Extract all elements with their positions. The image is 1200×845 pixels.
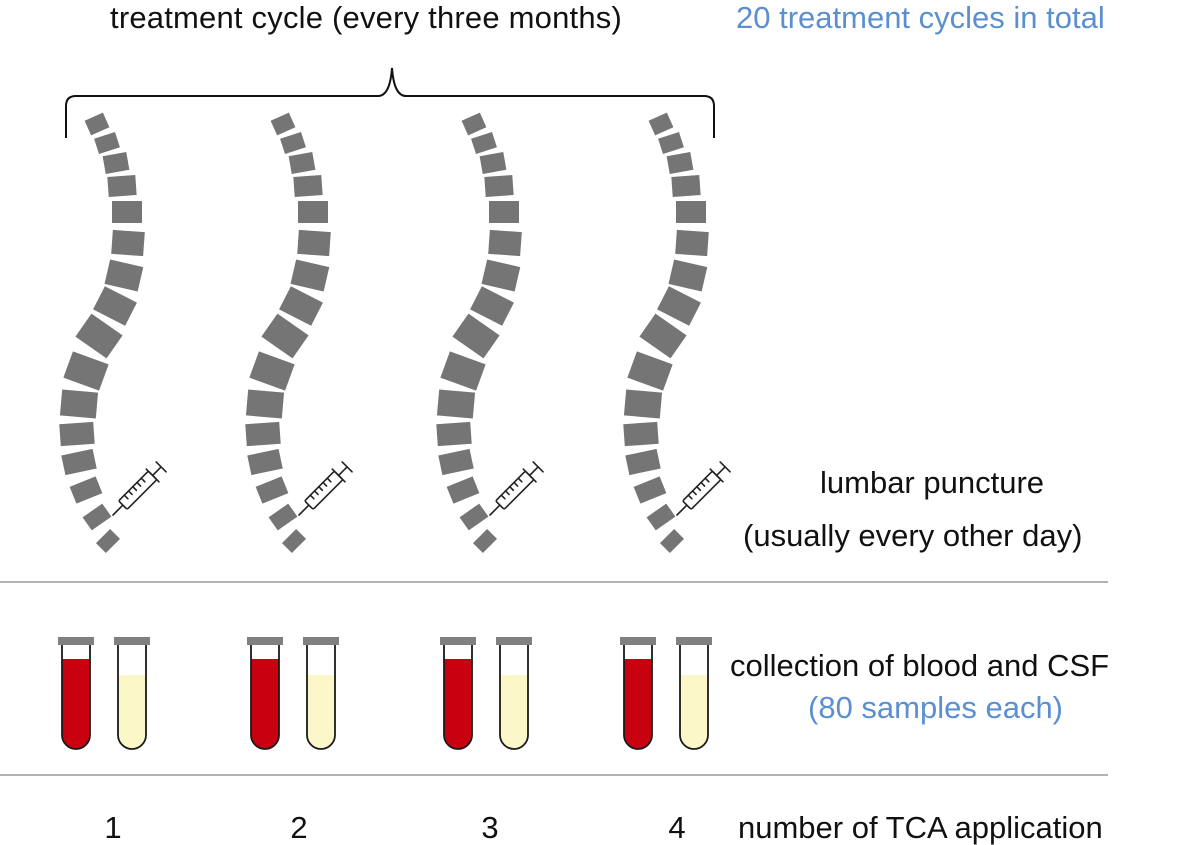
csf-tube-icon — [495, 636, 533, 750]
application-number: 2 — [290, 810, 308, 845]
syringe-icon — [105, 459, 169, 523]
application-number: 4 — [668, 810, 686, 845]
blood-tube-icon — [57, 636, 95, 750]
application-number: 3 — [481, 810, 499, 845]
treatment-cycle-label: treatment cycle (every three months) — [110, 0, 622, 35]
blood-tube-icon — [246, 636, 284, 750]
tca-application-label: number of TCA application — [738, 810, 1103, 845]
samples-count-label: (80 samples each) — [808, 690, 1064, 725]
total-cycles-label: 20 treatment cycles in total — [736, 0, 1105, 35]
blood-tube-icon — [439, 636, 477, 750]
csf-tube-icon — [675, 636, 713, 750]
application-number: 1 — [104, 810, 122, 845]
syringe-icon — [291, 459, 355, 523]
csf-tube-icon — [302, 636, 340, 750]
blood-tube-icon — [619, 636, 657, 750]
syringe-icon — [482, 459, 546, 523]
collection-label: collection of blood and CSF — [730, 648, 1110, 683]
syringe-icon — [669, 459, 733, 523]
csf-tube-icon — [113, 636, 151, 750]
curly-brace — [65, 67, 715, 138]
lumbar-puncture-frequency: (usually every other day) — [743, 518, 1083, 553]
lumbar-puncture-label: lumbar puncture — [820, 465, 1045, 500]
